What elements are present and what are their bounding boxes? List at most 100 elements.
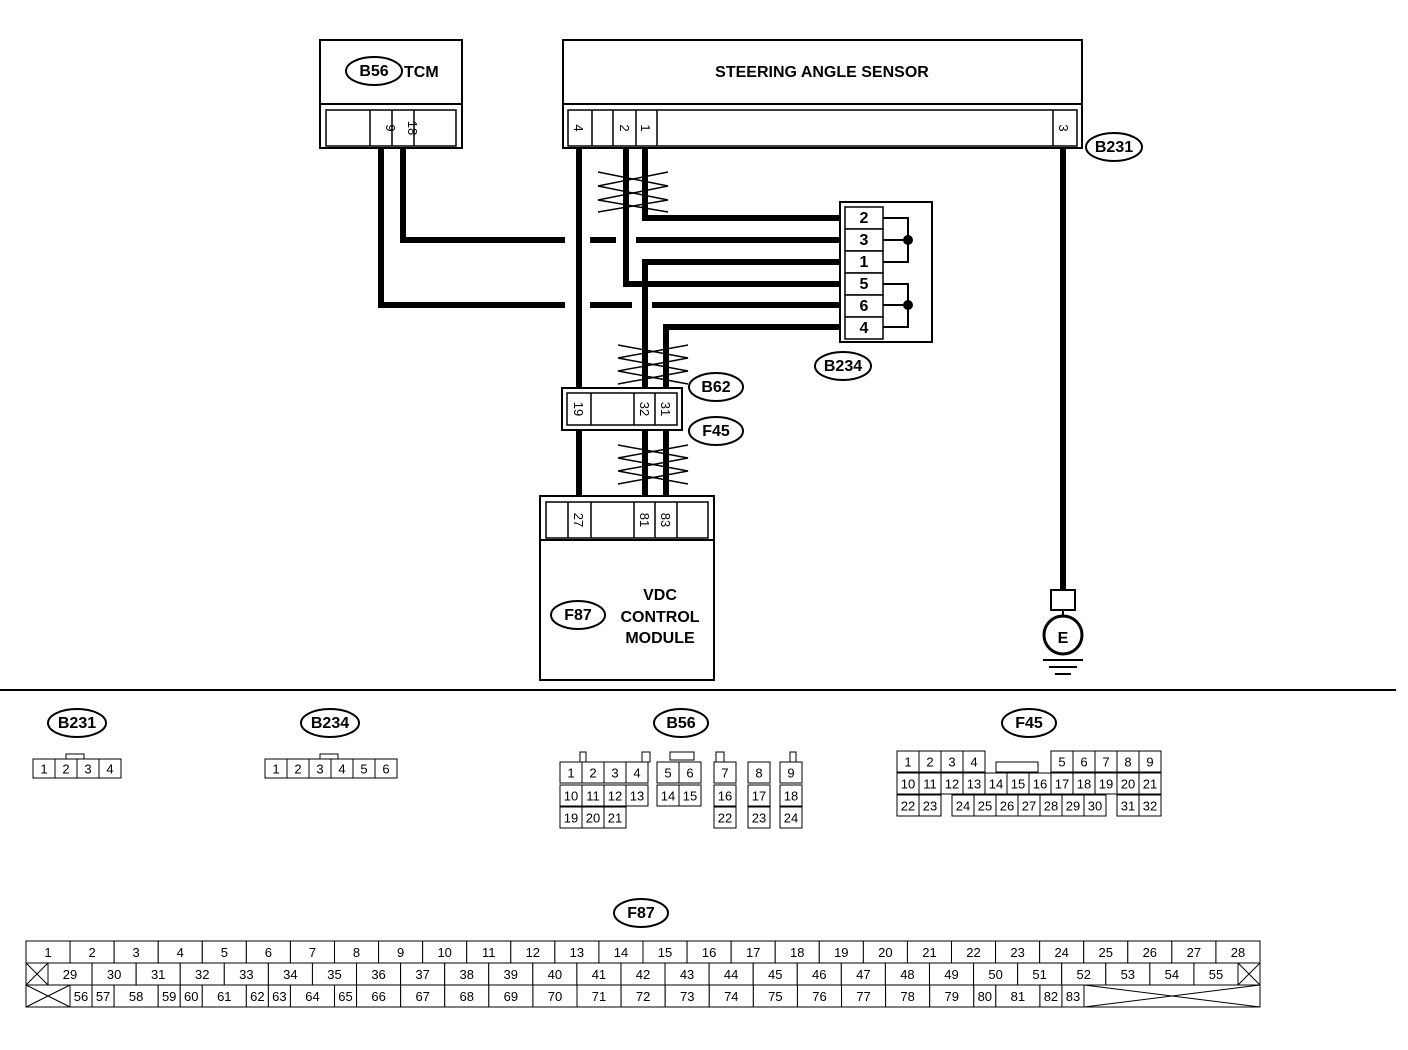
- f87-pin: 72: [636, 989, 650, 1004]
- f87-pin: 45: [768, 967, 782, 982]
- f45-pin: 3: [948, 755, 955, 770]
- f45-code: F45: [702, 423, 730, 440]
- b231-cell: [98, 758, 122, 779]
- f45-pin: 25: [978, 799, 992, 814]
- f87-pin: 18: [790, 945, 804, 960]
- f87-pin: 57: [96, 989, 110, 1004]
- b234-pin: 6: [860, 298, 869, 315]
- f45-pin: 29: [1066, 799, 1080, 814]
- f45-pin: 15: [1011, 777, 1025, 792]
- f87-pin: 2: [88, 945, 95, 960]
- b234-code-oval: [814, 351, 872, 381]
- f45-pin: 18: [1077, 777, 1091, 792]
- f87-pin: 81: [1011, 989, 1025, 1004]
- f87-pin: 83: [1066, 989, 1080, 1004]
- sas-pin: 1: [638, 124, 653, 131]
- tcm-code-oval: [345, 56, 403, 86]
- vdc-pin: 81: [637, 513, 652, 527]
- ground-label: E: [1058, 630, 1069, 647]
- f45-pin: 24: [956, 799, 970, 814]
- f87-pin: 77: [856, 989, 870, 1004]
- f87-pin: 40: [548, 967, 562, 982]
- b56-pin: 1: [567, 766, 574, 781]
- f87-pin: 14: [614, 945, 628, 960]
- b56-pin: 6: [686, 766, 693, 781]
- sas-pin: 3: [1056, 124, 1071, 131]
- b234-pin: 4: [338, 762, 345, 777]
- b56-cell: [625, 761, 649, 784]
- f87-pin: 75: [768, 989, 782, 1004]
- b234-pin: 1: [272, 762, 279, 777]
- f87-pin: 47: [856, 967, 870, 982]
- f87-pin: 71: [592, 989, 606, 1004]
- f87-pin: 82: [1044, 989, 1058, 1004]
- f87-pin: 10: [437, 945, 451, 960]
- f87-pin: 46: [812, 967, 826, 982]
- b234-pin: 3: [860, 232, 869, 249]
- b234-pin: 5: [860, 276, 869, 293]
- tcm-name: TCM: [404, 64, 439, 81]
- f87-blank-mark: [1083, 984, 1261, 1008]
- sas-code-oval: [1085, 132, 1143, 162]
- b234-cell: [374, 758, 398, 779]
- wires: [378, 147, 1066, 590]
- b62-code: B62: [701, 379, 730, 396]
- f87-pin: 65: [338, 989, 352, 1004]
- b62-pin: 32: [637, 402, 652, 416]
- b56-pin: 15: [683, 789, 697, 804]
- f45-cell: [1138, 772, 1162, 795]
- f87-pin: 19: [834, 945, 848, 960]
- f87-pin: 3: [133, 945, 140, 960]
- b231-pin: 4: [106, 762, 113, 777]
- f45-cell: [918, 794, 942, 817]
- b56-cell: [779, 784, 803, 807]
- b56-pin: 10: [564, 789, 578, 804]
- f45-code-oval: [688, 416, 744, 446]
- f87-pin: 24: [1054, 945, 1068, 960]
- b56-pin: 17: [752, 789, 766, 804]
- b56-cell: [779, 806, 803, 829]
- b231-pin: 1: [40, 762, 47, 777]
- f45-cell: [962, 750, 986, 773]
- f87-pin: 28: [1231, 945, 1245, 960]
- f87-pin: 53: [1121, 967, 1135, 982]
- f45-cell: [1138, 750, 1162, 773]
- f87-pin: 59: [162, 989, 176, 1004]
- b56-cell: [713, 784, 737, 807]
- tcm-connector: [319, 103, 463, 149]
- f45-pin: 1: [904, 755, 911, 770]
- f87-pin: 54: [1165, 967, 1179, 982]
- twisted-pair-marks: [597, 171, 689, 485]
- f45-pin: 14: [989, 777, 1003, 792]
- f87-pin: 41: [592, 967, 606, 982]
- sas-connector: [562, 103, 1083, 149]
- f87-pin: 35: [327, 967, 341, 982]
- b56-pin: 20: [586, 811, 600, 826]
- f45-pin: 5: [1058, 755, 1065, 770]
- f87-pin: 30: [107, 967, 121, 982]
- b62-f45-connector: 19 32 31 B62 F45: [561, 372, 744, 446]
- f45-pin: 19: [1099, 777, 1113, 792]
- tcm-module: B56 TCM 9 18: [319, 39, 463, 149]
- f87-pin: 69: [504, 989, 518, 1004]
- f45-pin: 21: [1143, 777, 1157, 792]
- b56-cell: [747, 761, 771, 784]
- f87-pin: 36: [371, 967, 385, 982]
- f87-pin: 44: [724, 967, 738, 982]
- b234-junction: 2 3 1 5 6 4 B234: [814, 201, 933, 381]
- f87-pin: 55: [1209, 967, 1223, 982]
- b231-pin: 2: [62, 762, 69, 777]
- f45-pin: 16: [1033, 777, 1047, 792]
- f87-pin: 39: [504, 967, 518, 982]
- f87-pin: 5: [221, 945, 228, 960]
- f87-pin: 49: [944, 967, 958, 982]
- b56-pin: 3: [611, 766, 618, 781]
- f87-pin: 25: [1099, 945, 1113, 960]
- sas-name: STEERING ANGLE SENSOR: [715, 64, 929, 81]
- f45-pin: 32: [1143, 799, 1157, 814]
- connector-label: F87: [627, 905, 655, 922]
- connector-label: B234: [311, 715, 349, 732]
- f87-pin: 80: [978, 989, 992, 1004]
